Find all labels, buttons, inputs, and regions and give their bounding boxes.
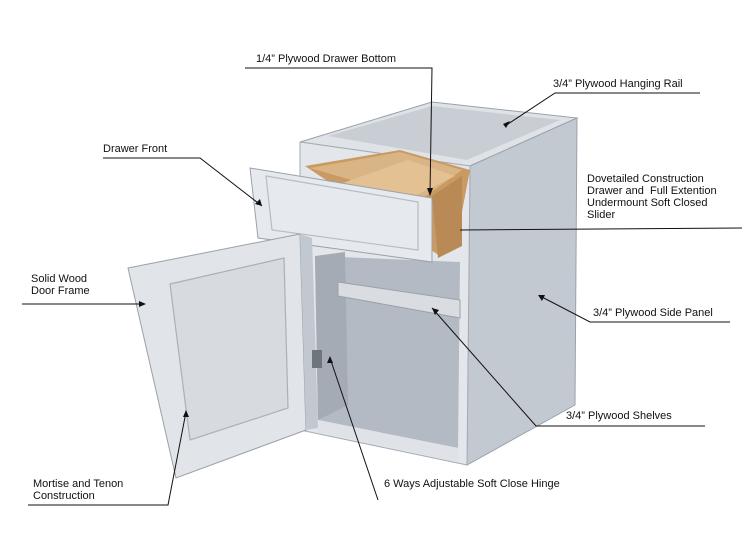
arrow-drawer-bottom <box>427 188 433 196</box>
interior-side <box>315 252 348 420</box>
door-inset <box>169 257 289 441</box>
leader-hinge <box>329 357 379 501</box>
label-hinge: 6 Ways Adjustable Soft Close Hinge <box>384 478 560 490</box>
arrow-mortise <box>183 410 189 417</box>
drawer-front-inset <box>265 175 419 251</box>
label-side-panel: 3/4” Plywood Side Panel <box>593 307 713 319</box>
label-drawer-bottom: 1/4” Plywood Drawer Bottom <box>256 53 396 65</box>
arrow-shelves <box>432 308 439 315</box>
leader-shelves <box>431 307 705 427</box>
leader-lines <box>22 67 743 506</box>
leader-drawer-front <box>103 157 263 207</box>
leader-hanging-rail <box>504 92 700 127</box>
side-panel <box>466 117 578 466</box>
arrow-side-panel <box>538 295 545 301</box>
cabinet-back-wall <box>328 106 560 160</box>
arrow-hanging-rail <box>503 121 510 128</box>
arrow-hinge <box>327 356 333 363</box>
label-hanging-rail: 3/4” Plywood Hanging Rail <box>553 78 683 90</box>
cabinet-body <box>299 101 579 466</box>
leader-drawer-bottom <box>245 67 433 195</box>
label-door-frame: Solid Wood Door Frame <box>31 273 90 297</box>
arrowheads <box>139 121 545 417</box>
leader-side-panel <box>539 295 730 323</box>
door-edge <box>300 234 318 430</box>
door <box>127 233 322 479</box>
arrow-door-frame <box>139 301 146 307</box>
shelf <box>337 281 461 319</box>
drawer-box-edge <box>432 176 462 258</box>
label-drawer-front: Drawer Front <box>103 143 168 155</box>
label-shelves: 3/4” Plywood Shelves <box>566 410 672 422</box>
bottom-rail <box>318 420 458 462</box>
leader-dovetail <box>459 227 743 231</box>
hinge <box>312 350 322 368</box>
label-dovetail: Dovetailed Construction Drawer and Full … <box>587 173 717 221</box>
leader-mortise <box>28 411 187 506</box>
arrow-drawer-front <box>255 199 262 206</box>
label-mortise: Mortise and Tenon Construction <box>33 478 124 502</box>
